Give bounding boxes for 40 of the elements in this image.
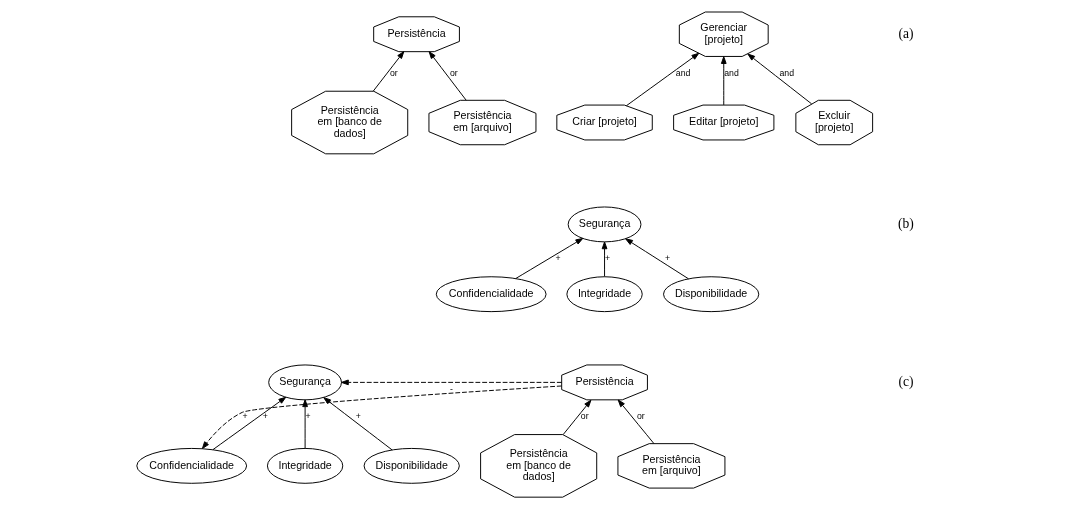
node-ellipse: Integridade	[565, 276, 643, 313]
arrow	[601, 241, 607, 277]
edge-label: or	[449, 68, 458, 79]
edge-label: +	[262, 411, 268, 422]
arrow	[562, 399, 591, 435]
edge-label: +	[241, 411, 248, 422]
edge-label: or	[580, 411, 589, 422]
arrow	[428, 51, 467, 101]
arrow	[340, 379, 562, 386]
arrow	[746, 53, 812, 105]
label: (a)	[897, 25, 913, 41]
arrow	[617, 399, 654, 444]
arrow	[372, 51, 404, 92]
arrow	[625, 52, 699, 107]
edge-label: or	[636, 411, 645, 422]
arrow	[514, 238, 583, 279]
node-ellipse: Integridade	[266, 447, 343, 484]
node-ellipse: Confidencialidade	[135, 447, 247, 484]
label: (b)	[897, 216, 914, 231]
arrow	[201, 385, 562, 450]
arrow	[301, 399, 308, 449]
arrow	[624, 238, 689, 280]
node-ellipse: Confidencialidade	[435, 276, 547, 313]
edge-label: or	[389, 68, 398, 79]
edge-label: and	[675, 68, 690, 79]
arrow	[720, 56, 727, 106]
arrow	[322, 397, 393, 451]
edge-label: +	[304, 411, 311, 422]
edge-label: +	[604, 253, 610, 264]
edge-label: and	[723, 68, 739, 79]
arrow	[211, 396, 286, 451]
edge-label: and	[778, 68, 794, 79]
node-ellipse: Disponibilidade	[662, 276, 759, 313]
edge-label: -	[449, 384, 453, 395]
label: (c)	[897, 373, 913, 389]
node-ellipse: Segurança	[267, 364, 342, 401]
edge-label: +	[554, 253, 561, 264]
node-ellipse: Disponibilidade	[363, 447, 460, 484]
edge-label: +	[355, 411, 361, 422]
edge-label: +	[664, 253, 670, 264]
